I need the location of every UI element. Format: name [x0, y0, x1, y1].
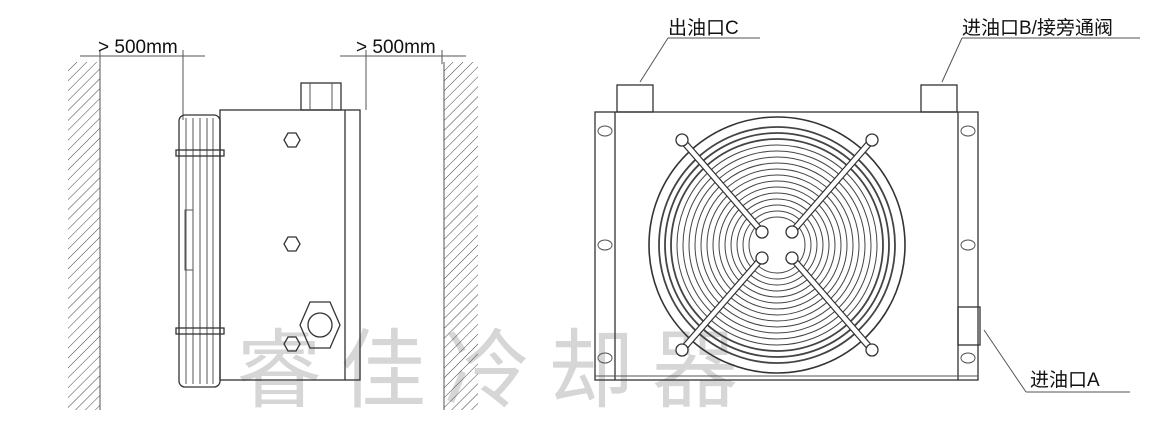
mount-hole: [785, 225, 799, 239]
mount-hole: [755, 251, 769, 265]
guard-ring: [682, 150, 872, 340]
fan-outer-ring: [648, 116, 906, 374]
guard-ring: [712, 180, 842, 310]
fin-pack: [175, 114, 225, 388]
right-wall: [444, 62, 478, 410]
guard-ring: [748, 216, 806, 274]
guard-ring: [658, 126, 896, 364]
mount-hole: [785, 251, 799, 265]
bolt-icon: [283, 132, 301, 148]
guard-ring: [700, 168, 854, 322]
right-clearance-label: > 500mm: [356, 37, 436, 58]
left-dimension: > 500mm: [80, 37, 205, 120]
outlet-c-callout: 出油口C: [639, 17, 760, 83]
side-view: [175, 82, 361, 388]
guard-ring: [670, 138, 884, 352]
port-c: [616, 84, 654, 113]
guard-ring: [694, 162, 860, 328]
cable-gland: [299, 301, 341, 349]
mount-hole: [675, 133, 689, 147]
inlet-a-callout: 进油口A: [983, 329, 1130, 393]
port-b: [920, 84, 958, 113]
mount-hole: [865, 133, 879, 147]
guard-ring: [706, 174, 848, 316]
watermark: 睿佳冷却器: [236, 321, 756, 421]
mount-hole: [865, 343, 879, 357]
front-view: [594, 84, 981, 381]
guard-ring: [730, 198, 824, 292]
fan-guard: [648, 116, 906, 374]
left-clearance-label: > 500mm: [98, 37, 178, 58]
right-dimension: > 500mm: [340, 37, 466, 110]
guard-ring: [724, 192, 830, 298]
mount-hole: [755, 225, 769, 239]
guard-ring: [736, 204, 818, 286]
guard-ring: [742, 210, 812, 280]
inlet-b-callout: 进油口B/接旁通阀: [941, 17, 1140, 83]
bolt-icon: [283, 336, 301, 352]
port-a: [957, 306, 981, 346]
guard-ring: [676, 144, 878, 346]
top-port-side: [300, 82, 342, 111]
inlet-a-label: 进油口A: [1030, 369, 1100, 391]
bolt-icon: [283, 236, 301, 252]
mount-hole: [675, 343, 689, 357]
guard-ring: [688, 156, 866, 334]
left-wall: [68, 62, 100, 410]
guard-ring: [718, 186, 836, 304]
guard-ring: [664, 132, 890, 358]
inlet-b-label: 进油口B/接旁通阀: [962, 17, 1113, 39]
outlet-c-label: 出油口C: [668, 17, 739, 39]
